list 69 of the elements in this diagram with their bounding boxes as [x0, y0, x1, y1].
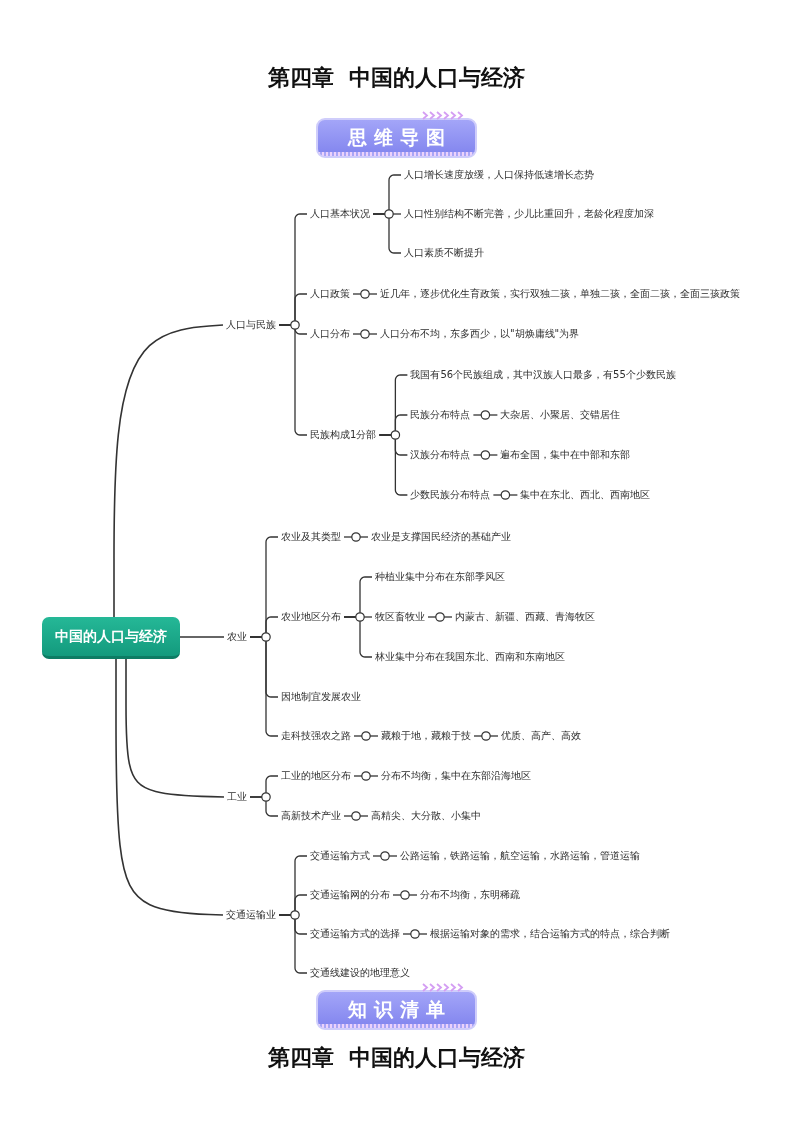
- connector-line: [179, 636, 225, 638]
- topic-label: 大杂居、小聚居、交错居住: [497, 408, 624, 422]
- connector-line: [402, 933, 428, 935]
- section-banner: 知识清单: [316, 990, 477, 1030]
- topic-label: 优质、高产、高效: [498, 729, 584, 743]
- topic-label: 人口与民族: [223, 318, 279, 332]
- connector-line: [492, 494, 519, 496]
- topic-label: 我国有56个民族组成，其中汉族人口最多，有55个少数民族: [407, 368, 679, 382]
- connector-line: [115, 658, 224, 916]
- connector-line: [343, 536, 369, 538]
- topic-label: 交通运输业: [223, 908, 279, 922]
- topic-label: 农业: [224, 630, 250, 644]
- connector-line: [125, 658, 225, 798]
- topic-label: 农业是支撑国民经济的基础产业: [368, 530, 514, 544]
- connector-line: [392, 894, 418, 896]
- connector-line: [113, 324, 224, 618]
- topic-label: 人口分布: [307, 327, 353, 341]
- topic-label: 公路运输，铁路运输，航空运输，水路运输，管道运输: [397, 849, 643, 863]
- topic-label: 农业及其类型: [278, 530, 344, 544]
- topic-label: 汉族分布特点: [407, 448, 474, 462]
- connector-line: [352, 293, 378, 295]
- topic-label: 集中在东北、西北、西南地区: [517, 488, 654, 502]
- topic-label: 走科技强农之路: [278, 729, 354, 743]
- topic-label: 分布不均衡，集中在东部沿海地区: [378, 769, 534, 783]
- topic-label: 遍布全国，集中在中部和东部: [497, 448, 634, 462]
- connector-line: [343, 616, 373, 658]
- connector-line: [352, 333, 378, 335]
- topic-label: 内蒙古、新疆、西藏、青海牧区: [452, 610, 598, 624]
- connector-line: [472, 414, 499, 416]
- topic-label: 人口性别结构不断完善，少儿比重回升，老龄化程度加深: [401, 207, 657, 221]
- connector-line: [249, 796, 279, 817]
- topic-label: 民族分布特点: [407, 408, 474, 422]
- connector-line: [378, 434, 409, 496]
- topic-label: 工业: [224, 790, 250, 804]
- section-banner: 思维导图: [316, 118, 477, 158]
- topic-label: 少数民族分布特点: [407, 488, 494, 502]
- topic-label: 人口增长速度放缓，人口保持低速增长态势: [401, 168, 597, 182]
- topic-label: 农业地区分布: [278, 610, 344, 624]
- topic-label: 交通运输方式: [307, 849, 373, 863]
- connector-line: [372, 855, 398, 857]
- connector-line: [353, 735, 379, 737]
- chapter-heading: 第四章 中国的人口与经济: [267, 1044, 526, 1072]
- connector-line: [343, 815, 369, 817]
- topic-label: 高精尖、大分散、小集中: [368, 809, 484, 823]
- topic-label: 高新技术产业: [278, 809, 344, 823]
- topic-label: 种植业集中分布在东部季风区: [372, 570, 508, 584]
- connector-line: [372, 213, 402, 254]
- topic-label: 近几年，逐步优化生育政策，实行双独二孩，单独二孩，全面二孩，全面三孩政策: [377, 287, 743, 301]
- topic-label: 因地制宜发展农业: [278, 690, 364, 704]
- topic-label: 工业的地区分布: [278, 769, 354, 783]
- topic-label: 牧区畜牧业: [372, 610, 428, 624]
- topic-label: 交通线建设的地理意义: [307, 966, 413, 980]
- connector-line: [427, 616, 453, 618]
- topic-label: 人口基本状况: [307, 207, 373, 221]
- central-topic-box: 中国的人口与经济: [42, 617, 180, 659]
- topic-label: 人口分布不均，东多西少，以"胡焕庸线"为界: [377, 327, 583, 341]
- topic-label: 人口政策: [307, 287, 353, 301]
- topic-label: 交通运输网的分布: [307, 888, 393, 902]
- topic-label: 林业集中分布在我国东北、西南和东南地区: [372, 650, 568, 664]
- page-title: 第四章 中国的人口与经济: [267, 64, 526, 92]
- topic-label: 交通运输方式的选择: [307, 927, 403, 941]
- topic-label: 根据运输对象的需求，结合运输方式的特点，综合判断: [427, 927, 673, 941]
- connector-line: [353, 775, 379, 777]
- topic-label: 民族构成1分部: [307, 428, 380, 442]
- topic-label: 人口素质不断提升: [401, 246, 487, 260]
- topic-label: 藏粮于地，藏粮于技: [378, 729, 474, 743]
- topic-label: 分布不均衡，东明稀疏: [417, 888, 523, 902]
- connector-line: [472, 454, 499, 456]
- connector-line: [473, 735, 499, 737]
